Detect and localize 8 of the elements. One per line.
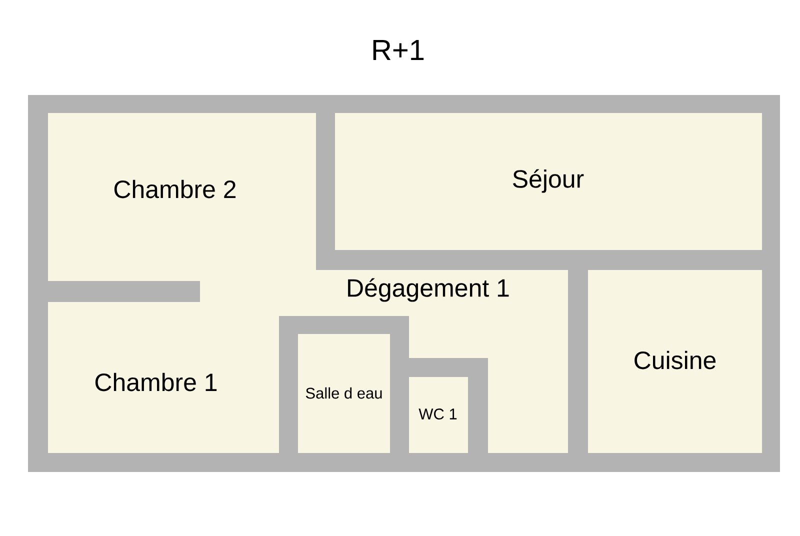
node-label: Dégagement 1: [348, 278, 509, 302]
room: Salle d eau: [298, 334, 390, 453]
title: R+1: [373, 40, 424, 60]
room: Chambre 2: [48, 113, 316, 281]
room: WC 1: [409, 377, 468, 453]
room: Cuisine: [588, 270, 762, 453]
room: Chambre 1: [48, 302, 279, 453]
room: Séjour: [335, 113, 762, 250]
